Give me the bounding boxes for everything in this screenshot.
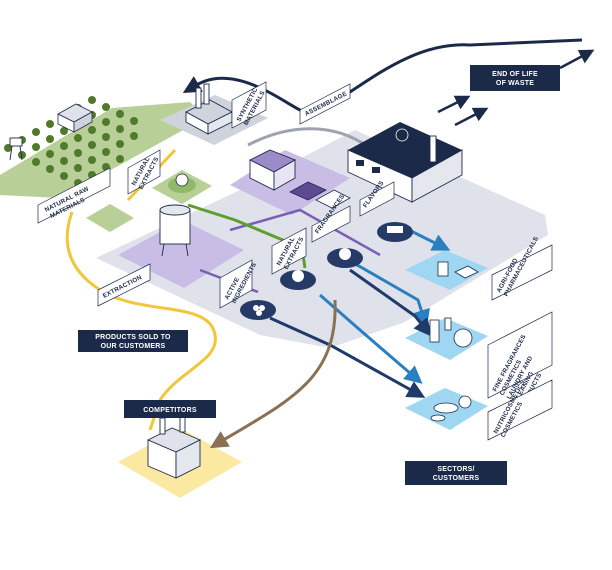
agri-food-products-icon (437, 261, 479, 279)
svg-text:SECTORS/CUSTOMERS: SECTORS/CUSTOMERS (433, 466, 480, 482)
tree (102, 118, 110, 126)
tree (130, 132, 138, 140)
waste-arrow-2 (454, 107, 489, 127)
end-of-life-start-arrow (182, 76, 203, 94)
flow-blue-3 (319, 293, 423, 384)
svg-text:FINE FRAGRANCES COSMETIC: FINE FRAGRANCES COSMETICS LAUNDRY AND CL… (492, 332, 557, 408)
synthetic-factory-icon (185, 83, 233, 135)
flow-blue-2 (351, 260, 430, 328)
label-natural-extracts-mid: NATURALEXTRACTS (271, 227, 307, 275)
tree (102, 133, 110, 141)
tree (116, 125, 124, 133)
raw-materials-field (0, 102, 205, 198)
tree (46, 120, 54, 128)
fragrance-products-icon (429, 317, 473, 348)
svg-text:ASSEMBLAGE: ASSEMBLAGE (304, 90, 349, 117)
tree (46, 135, 54, 143)
assemblage-building-icon (248, 149, 297, 191)
tree (32, 128, 40, 136)
tree (60, 142, 68, 150)
flow-purple (229, 208, 381, 257)
label-assemblage: ASSEMBLAGE (299, 83, 351, 125)
tree (88, 141, 96, 149)
water-tower-icon (9, 137, 23, 161)
flavor-disc (377, 222, 413, 242)
natural-extract-disc (280, 270, 316, 290)
extraction-tank-icon (159, 204, 191, 257)
flow-yellow-main (65, 211, 217, 431)
tree (116, 110, 124, 118)
tree (88, 156, 96, 164)
tree (88, 96, 96, 104)
flow-brown (209, 299, 337, 449)
main-factory-icon (347, 122, 463, 203)
tree (116, 140, 124, 148)
label-synthetic-materials: SYNTHETICMATERIALS (231, 81, 267, 129)
competitor-building-icon (146, 413, 202, 479)
tree (60, 172, 68, 180)
tree (116, 155, 124, 163)
tree (46, 150, 54, 158)
tree (102, 148, 110, 156)
label-sector-fine-fragrances: FINE FRAGRANCES COSMETICS LAUNDRY AND CL… (487, 311, 557, 408)
tag-competitors: COMPETITORS (124, 400, 216, 418)
flask-pad-icon (168, 173, 196, 193)
tree (74, 149, 82, 157)
flow-navy-1 (349, 268, 432, 337)
tag-sectors-customers: SECTORS/CUSTOMERS (405, 461, 507, 485)
nat-raw-pad (86, 204, 134, 232)
cosmetics-products-icon (430, 395, 472, 422)
tree (46, 165, 54, 173)
tree (18, 151, 26, 159)
tree (60, 127, 68, 135)
fragrance-disc (327, 248, 363, 268)
waste-arrow-1 (437, 95, 471, 114)
waste-arrow-3 (559, 49, 595, 70)
tree (74, 164, 82, 172)
barn-icon (57, 103, 93, 133)
extraction-platform (118, 220, 244, 288)
puzzle-icon (289, 181, 351, 209)
tree (32, 143, 40, 151)
active-ingredient-disc (240, 300, 276, 320)
tree (74, 134, 82, 142)
tree (32, 158, 40, 166)
tree (102, 103, 110, 111)
tree (88, 126, 96, 134)
tree (130, 117, 138, 125)
tree (60, 157, 68, 165)
flow-green (187, 203, 307, 269)
svg-text:COMPETITORS: COMPETITORS (143, 407, 197, 414)
